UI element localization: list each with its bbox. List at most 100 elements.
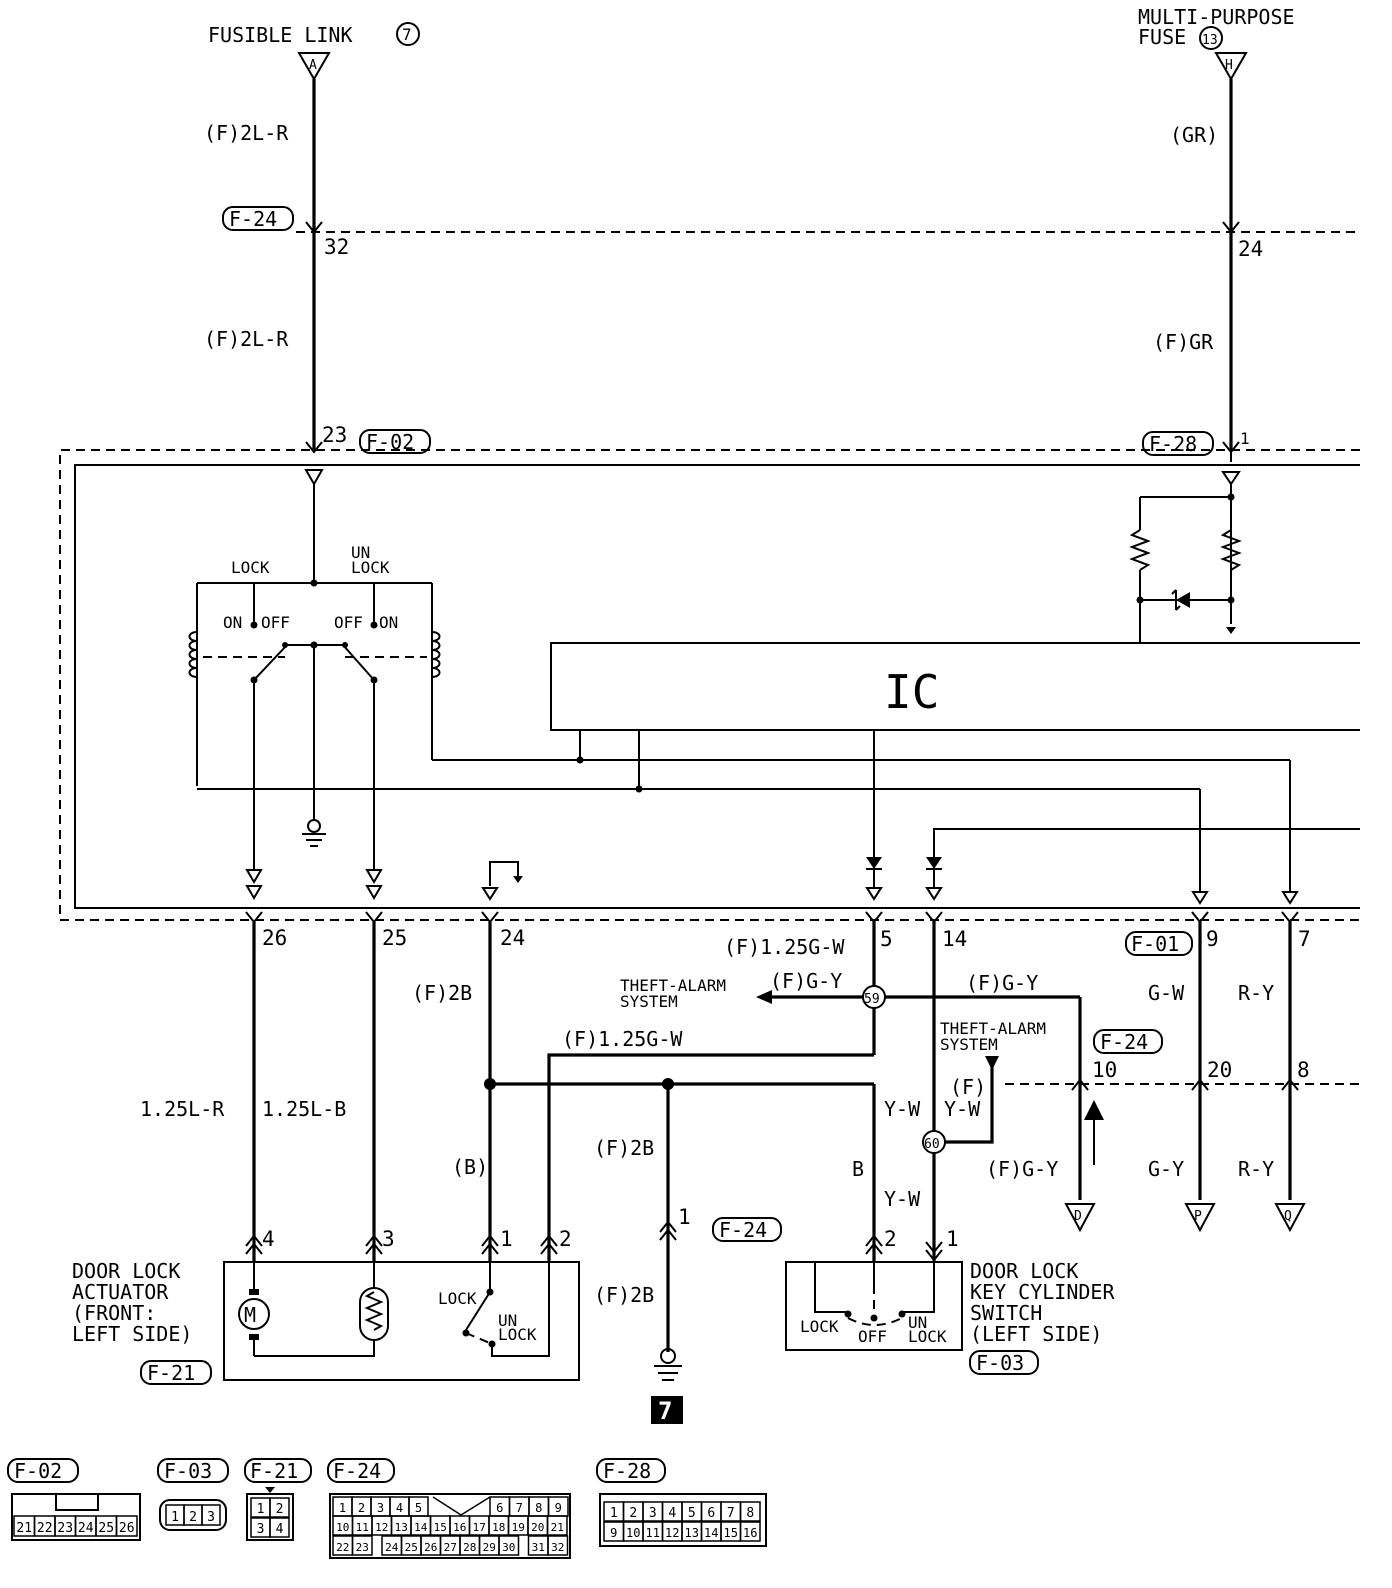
- svg-text:9: 9: [1206, 927, 1219, 951]
- svg-text:(F): (F): [950, 1075, 986, 1099]
- splice-60: 60: [924, 1137, 940, 1152]
- svg-text:23: 23: [322, 423, 347, 447]
- svg-text:1: 1: [946, 1227, 959, 1251]
- f24-pin: 14: [414, 1521, 428, 1534]
- f24-pin: 15: [434, 1521, 447, 1534]
- svg-text:1.25L-B: 1.25L-B: [262, 1097, 346, 1121]
- f24-pin: 7: [516, 1501, 523, 1515]
- svg-text:25: 25: [382, 926, 407, 950]
- f24-pin: 27: [444, 1541, 457, 1554]
- svg-text:Y-W: Y-W: [884, 1187, 921, 1211]
- svg-text:20: 20: [1207, 1058, 1232, 1082]
- svg-text:F-02: F-02: [14, 1459, 62, 1483]
- relay-unlock-label-1: UN: [351, 543, 370, 562]
- connector-f24-mid: F-24: [1100, 1030, 1148, 1054]
- f24-pin: 19: [512, 1521, 525, 1534]
- f28-pin: 9: [610, 1526, 617, 1540]
- svg-text:(F)1.25G-W: (F)1.25G-W: [562, 1027, 683, 1051]
- svg-text:ON: ON: [223, 613, 242, 632]
- f24-pin: 12: [375, 1521, 388, 1534]
- f03-pin: 2: [189, 1510, 197, 1525]
- f21-pin: 4: [276, 1522, 284, 1537]
- svg-text:F-24: F-24: [333, 1459, 381, 1483]
- lower-wiring: 26 25 24 5 14 9 7 F-01 1 7: [140, 911, 1360, 1425]
- svg-text:LOCK: LOCK: [498, 1325, 537, 1344]
- fuse-number: 13: [1202, 33, 1218, 48]
- svg-text:ON: ON: [379, 613, 398, 632]
- splice-59: 59: [864, 992, 880, 1007]
- relay-unlock-label-2: LOCK: [351, 558, 390, 577]
- f24-pin: 32: [551, 1541, 564, 1554]
- f24-pin: 23: [356, 1541, 369, 1554]
- f24-pin: 13: [395, 1521, 408, 1534]
- connector-f03: F-03: [976, 1351, 1024, 1375]
- svg-text:OFF: OFF: [261, 613, 290, 632]
- wire-gr-top: (GR): [1170, 123, 1218, 147]
- relay-lock-label: LOCK: [231, 558, 270, 577]
- svg-text:5: 5: [880, 927, 893, 951]
- svg-text:G-Y: G-Y: [1148, 1157, 1184, 1181]
- f28-pin: 12: [665, 1526, 679, 1540]
- actuator-name-1: DOOR LOCK: [72, 1259, 180, 1283]
- f24-pin: 3: [377, 1501, 384, 1515]
- ic-label: IC: [884, 665, 939, 719]
- svg-text:Y-W: Y-W: [884, 1097, 921, 1121]
- f28-pin: 11: [646, 1526, 660, 1540]
- f24-pin: 6: [496, 1501, 503, 1515]
- svg-text:F-03: F-03: [164, 1459, 212, 1483]
- f28-pin: 7: [727, 1506, 735, 1521]
- svg-text:1: 1: [1240, 429, 1250, 448]
- f24-pin: 21: [551, 1521, 564, 1534]
- svg-text:OFF: OFF: [334, 613, 363, 632]
- svg-text:F-28: F-28: [603, 1459, 651, 1483]
- svg-text:8: 8: [1297, 1058, 1310, 1082]
- f28-pin: 16: [743, 1526, 757, 1540]
- f28-pin: 2: [629, 1506, 637, 1521]
- svg-text:(F)G-Y: (F)G-Y: [770, 969, 842, 993]
- f24-pin: 24: [385, 1541, 399, 1554]
- f03-pin: 3: [207, 1510, 215, 1525]
- svg-text:(F)2B: (F)2B: [412, 981, 472, 1005]
- svg-text:Y-W: Y-W: [944, 1097, 981, 1121]
- f24-pin: 25: [405, 1541, 418, 1554]
- svg-text:FUSE: FUSE: [1138, 25, 1186, 49]
- ground-point-number: 7: [658, 1397, 672, 1425]
- door-lock-actuator: 4 3 1 2 M LOCK UN LOCK DOOR LOCK ACTUATO…: [72, 1227, 580, 1385]
- f28-pin: 14: [704, 1526, 718, 1540]
- f21-pin: 3: [257, 1522, 265, 1537]
- connector-f24-ground: F-24: [719, 1218, 767, 1242]
- f24-pin: 10: [336, 1521, 349, 1534]
- terminal-d: D: [1074, 1209, 1082, 1224]
- f03-pin: 1: [171, 1510, 179, 1525]
- f24-pin: 17: [473, 1521, 486, 1534]
- svg-text:G-W: G-W: [1148, 981, 1185, 1005]
- f24-pin: 16: [453, 1521, 466, 1534]
- f02-pin: 26: [119, 1521, 135, 1536]
- svg-text:UN: UN: [498, 1311, 517, 1330]
- f24-pin: 2: [358, 1501, 365, 1515]
- key-switch-name-3: SWITCH: [970, 1301, 1042, 1325]
- svg-text:MULTI-PURPOSE: MULTI-PURPOSE: [1138, 5, 1295, 29]
- svg-text:24: 24: [1238, 237, 1263, 261]
- svg-text:2: 2: [884, 1227, 897, 1251]
- multi-purpose-fuse-source: MULTI-PURPOSE FUSE 13 H: [1138, 5, 1295, 82]
- actuator-name-3: (FRONT:: [72, 1301, 156, 1325]
- fusible-link-number: 7: [402, 25, 412, 44]
- svg-text:2: 2: [559, 1227, 572, 1251]
- f28-pin: 10: [626, 1526, 640, 1540]
- key-switch-name-2: KEY CYLINDER: [970, 1280, 1115, 1304]
- f24-pin: 20: [531, 1521, 544, 1534]
- svg-text:F-21: F-21: [250, 1459, 298, 1483]
- f02-pin: 21: [16, 1521, 32, 1536]
- wire-fgr-mid: (F)GR: [1153, 330, 1214, 354]
- svg-text:10: 10: [1092, 1058, 1117, 1082]
- f28-pin: 6: [707, 1506, 715, 1521]
- theft-alarm-2-line2: SYSTEM: [940, 1035, 998, 1054]
- svg-text:1: 1: [500, 1227, 513, 1251]
- connector-f21: F-21: [147, 1361, 195, 1385]
- svg-text:14: 14: [942, 927, 967, 951]
- f02-pin: 22: [37, 1521, 53, 1536]
- f24-pin: 28: [463, 1541, 476, 1554]
- f28-pin: 13: [685, 1526, 699, 1540]
- f28-pin: 8: [746, 1506, 754, 1521]
